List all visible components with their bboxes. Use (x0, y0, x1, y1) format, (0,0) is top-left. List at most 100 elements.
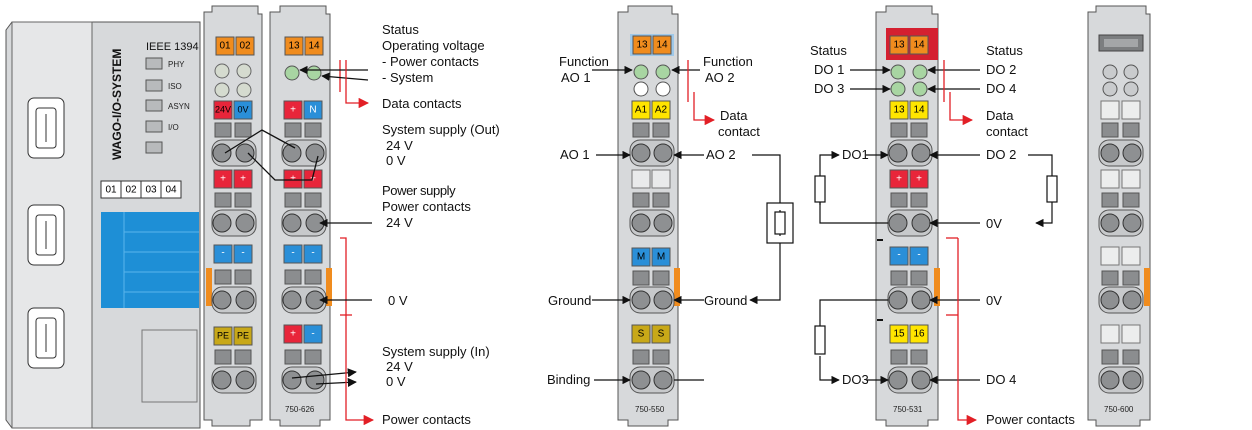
m531-label-contact: contact (986, 124, 1028, 139)
m531-term-do2: DO 2 (986, 147, 1016, 162)
coupler-clamp-2 (211, 209, 257, 237)
m550-top-14: 14 (656, 40, 668, 51)
m550-part-number: 750-550 (635, 405, 665, 414)
m531-label-do4: DO 4 (986, 81, 1016, 96)
module-750-531: 13 14 13 14 + + - - (875, 5, 940, 427)
m626-label-out-24v: 24 V (386, 138, 413, 153)
m531-term-do4: DO 4 (986, 372, 1016, 387)
coupler-interface-label: IEEE 1394 (146, 41, 199, 53)
module-750-550: 13 14 A1 A2 M M (617, 5, 680, 427)
m626-label-data-contacts: Data contacts (382, 96, 462, 111)
coupler-pe-2: PE (237, 330, 249, 340)
m550-s-2: S (658, 329, 665, 340)
module-750-626: 13 14 + N + + - - (269, 5, 332, 427)
m550-s-1: S (638, 329, 645, 340)
m626-label-sys-supply-in: System supply (In) (382, 344, 490, 359)
firewire-port-1 (27, 97, 65, 159)
m626-minus-1: - (291, 248, 294, 259)
m531-plus-2: + (916, 174, 922, 185)
coupler-led-01: 01 (219, 41, 231, 52)
port-number-2: 02 (125, 185, 137, 196)
coupler-clamp-3 (211, 286, 257, 314)
led-label-io: I/O (168, 123, 179, 132)
m550-top-13: 13 (636, 40, 648, 51)
coupler-plus-2: + (240, 174, 246, 185)
m626-minus-2: - (311, 248, 314, 259)
m626-clamp-2 (281, 209, 327, 237)
m531-annotations (814, 60, 1058, 426)
module-750-600: 750-600 (1087, 5, 1151, 427)
m531-term-do1: DO1 (842, 147, 869, 162)
m531-label-0v-a: 0V (986, 216, 1002, 231)
m626-plus-2: + (310, 174, 316, 185)
coupler-minus-2: - (241, 248, 244, 259)
m531-bot-16: 16 (913, 329, 925, 340)
m550-m-2: M (657, 252, 665, 263)
m531-label-0v-b: 0V (986, 293, 1002, 308)
m531-part-number: 750-531 (893, 405, 923, 414)
m626-plus-1: + (290, 174, 296, 185)
m550-label-ground-r: Ground (704, 293, 747, 308)
m550-clamp-3 (629, 286, 675, 314)
m600-clamp-1 (1098, 139, 1144, 167)
m626-label-out-0v: 0 V (386, 153, 406, 168)
m531-plus-1: + (896, 174, 902, 185)
m531-mid-13: 13 (893, 105, 905, 116)
m550-label-binding: Binding (547, 372, 590, 387)
m600-part-number: 750-600 (1104, 405, 1134, 414)
m531-label-do3: DO 3 (814, 81, 844, 96)
m626-label-power-contacts-line: - Power contacts (382, 54, 479, 69)
port-number-3: 03 (145, 185, 157, 196)
m531-label-power-contacts: Power contacts (986, 412, 1075, 427)
m626-label-pc-0v: 0 V (388, 293, 408, 308)
m626-label-system: - System (382, 70, 433, 85)
m626-label-power-contacts-2: Power contacts (382, 199, 471, 214)
coupler-led-02: 02 (239, 41, 251, 52)
firewire-port-3 (27, 307, 65, 369)
coupler-plus-1: + (220, 174, 226, 185)
m626-clamp-3 (281, 286, 327, 314)
m626-annotations (299, 60, 375, 426)
m531-minus-1: - (897, 250, 900, 261)
m550-term-ao2: AO 2 (706, 147, 736, 162)
m531-label-do2: DO 2 (986, 62, 1016, 77)
m531-label-data: Data (986, 108, 1014, 123)
coupler-blue-panel (101, 212, 199, 308)
m626-label-in-0v: 0 V (386, 374, 406, 389)
coupler-leds (145, 57, 163, 154)
coupler-brand: WAGO-I/O-SYSTEM (110, 49, 124, 160)
m550-clamp-2 (629, 209, 675, 237)
m626-clamp-4 (281, 366, 327, 394)
port-number-4: 04 (165, 185, 177, 196)
m626-mark-plus: + (290, 105, 296, 116)
m626-label-sys-supply-out: System supply (Out) (382, 122, 500, 137)
m600-clamp-3 (1098, 286, 1144, 314)
m626-internal-wiring (224, 129, 357, 387)
m550-clamp-1 (629, 139, 675, 167)
coupler-mark-24v: 24V (215, 104, 231, 114)
m531-label-status-r: Status (986, 43, 1023, 58)
m550-label-ao2: AO 2 (705, 70, 735, 85)
m600-clamp-4 (1098, 366, 1144, 394)
coupler-terminal-strip: 01 02 24V 0V + + - - (203, 5, 263, 427)
m550-term-ao1: AO 1 (560, 147, 590, 162)
coupler-cover-plate (141, 329, 198, 403)
m531-top-14: 14 (913, 40, 925, 51)
coupler-minus-1: - (221, 248, 224, 259)
m626-label-power-contacts: Power contacts (382, 412, 471, 427)
m626-led-14: 14 (308, 41, 320, 52)
m531-minus-2: - (917, 250, 920, 261)
coupler-port-numbers (100, 180, 182, 199)
coupler-clamp-4 (211, 366, 257, 394)
m531-clamp-3 (887, 286, 933, 314)
m626-label-in-24v: 24 V (386, 359, 413, 374)
led-label-asyn: ASYN (168, 102, 190, 111)
m531-clamp-4 (887, 366, 933, 394)
m550-label-function-r: Function (703, 54, 753, 69)
fieldbus-coupler: WAGO-I/O-SYSTEM IEEE 1394 PHY ISO ASYN I… (5, 21, 201, 429)
m550-ch-a2: A2 (655, 105, 668, 116)
m626-part-number: 750-626 (285, 405, 315, 414)
m550-label-function-l: Function (559, 54, 609, 69)
